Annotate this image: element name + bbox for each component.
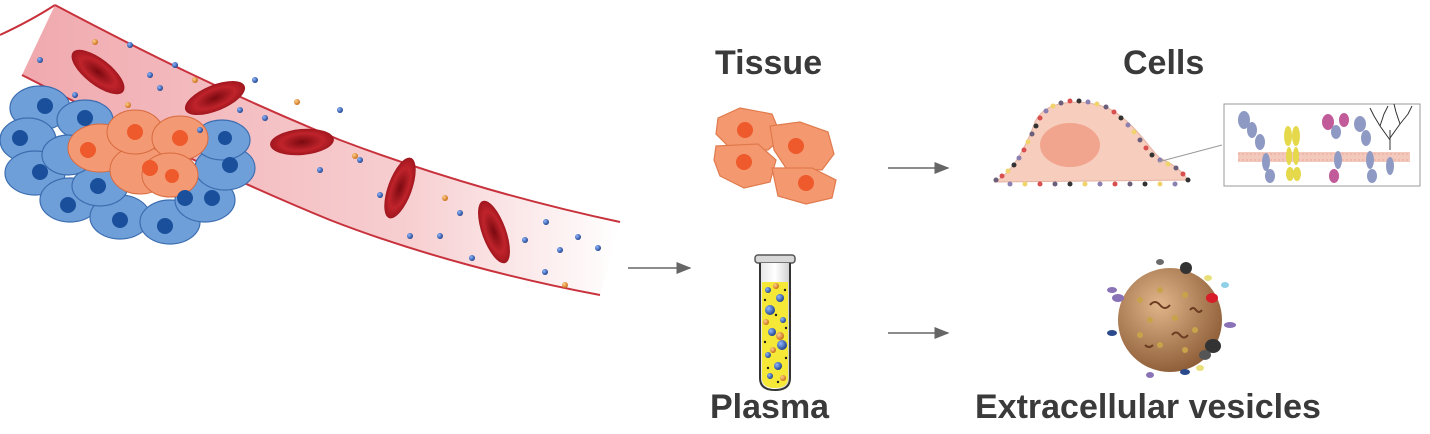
membrane-protein-dots [993, 98, 1191, 187]
plasma-test-tube-icon [754, 254, 796, 392]
plasma-label: Plasma [710, 388, 830, 426]
cells-label: Cells [1123, 44, 1205, 82]
red-blood-cells [71, 49, 510, 264]
plasma-particles [37, 39, 601, 288]
adherent-cell-icon [993, 98, 1223, 187]
tumor-cluster-icon [0, 85, 256, 245]
tissue-label: Tissue [715, 44, 823, 82]
extracellular-vesicles-label: Extracellular vesicles [975, 388, 1321, 426]
extracellular-vesicle-icon [1107, 259, 1236, 378]
membrane-proteins-inset-icon [1223, 103, 1421, 187]
tissue-cells-icon [713, 107, 837, 205]
